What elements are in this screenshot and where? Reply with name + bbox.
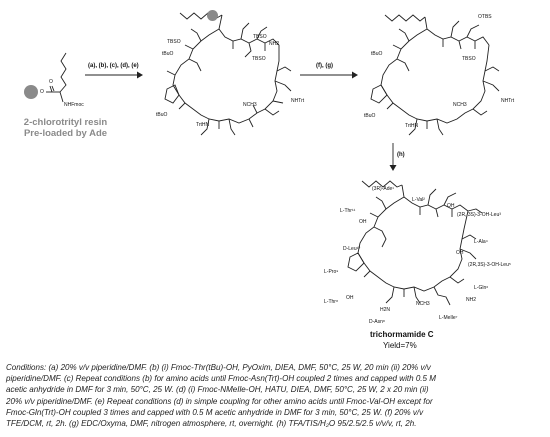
product-drawing xyxy=(347,180,483,306)
arrow-2-shape xyxy=(300,71,358,79)
resin-carbonyl-o: O xyxy=(49,79,53,85)
intermediate-1-drawing xyxy=(164,12,292,136)
arrow-3-label: (h) xyxy=(397,152,405,158)
product-group-oh-2: OH xyxy=(359,219,367,225)
int2-group-tbuo-1: tBuO xyxy=(371,51,383,57)
int1-group-tbso-1: TBSO xyxy=(167,39,181,45)
int1-group-trthn: TrtHN xyxy=(196,122,210,128)
product-group-nh2: NH2 xyxy=(466,297,477,303)
arrow-1-label: (a), (b), (c), (d), (e) xyxy=(88,63,139,69)
product-group-oh-4: OH xyxy=(346,295,354,301)
int2-group-nch3: NCH3 xyxy=(453,102,467,108)
int1-group-nch3: NCH3 xyxy=(243,102,257,108)
residue-oh-leu3: (2R, 3S)-3-OH-Leu³ xyxy=(457,212,501,218)
intermediate-1-resin-bead xyxy=(207,10,218,21)
resin-label-line2: Pre-loaded by Ade xyxy=(23,127,108,139)
arrow-2-label: (f), (g) xyxy=(316,63,333,69)
product-group-oh-3: OH xyxy=(456,250,464,256)
conditions-line-3: acetic anhydride in DMF for 3 min, 50°C,… xyxy=(6,385,429,395)
product-name: trichormamide C xyxy=(370,330,434,339)
residue-pro9: L-Pro⁹ xyxy=(324,269,339,275)
product-group-oh-1: OH xyxy=(447,203,455,209)
resin-label: 2-chlorotrityl resin Pre-loaded by Ade xyxy=(18,117,113,140)
int2-group-otbs: OTBS xyxy=(478,14,492,20)
residue-thr11: L-Thr¹¹ xyxy=(340,208,356,214)
conditions-line-5: Fmoc-Gln(Trt)-OH coupled 3 times and cap… xyxy=(6,407,424,417)
int2-group-nhtrt: NHTrt xyxy=(501,98,515,104)
intermediate-2-drawing xyxy=(370,14,500,136)
arrow-3-shape xyxy=(389,143,397,171)
arrow-1-shape xyxy=(85,71,143,79)
int1-group-tbuo-1: tBuO xyxy=(162,51,174,57)
resin-o-atom: O xyxy=(40,89,44,95)
residue-ala4: L-Ala⁴ xyxy=(474,239,488,245)
conditions-line-6: TFE/DCM, rt, 2h. (g) EDC/Oxyma, DMF, nit… xyxy=(6,419,417,429)
resin-nhfmoc-group: NHFmoc xyxy=(64,102,84,108)
conditions-paragraph: Conditions: (a) 20% v/v piperidine/DMF. … xyxy=(6,362,546,429)
residue-dleu10: D-Leu¹⁰ xyxy=(343,246,361,252)
int1-group-nh2: NH2 xyxy=(269,41,280,47)
int2-group-tbso: TBSO xyxy=(462,56,476,62)
int2-group-tbuo-2: tBuO xyxy=(364,113,376,119)
int1-group-tbuo-2: tBuO xyxy=(156,112,168,118)
conditions-line-4: 20% v/v piperidine/DMF. (e) Repeat condi… xyxy=(6,396,433,406)
residue-thr8: L-Thr⁸ xyxy=(324,299,339,305)
product-group-nch3: NCH3 xyxy=(416,301,430,307)
resin-chain-drawing xyxy=(46,52,67,103)
resin-label-line1: 2-chlorotrityl resin xyxy=(23,117,108,128)
residue-dasn8: D-Asn⁸ xyxy=(369,319,386,325)
int1-group-tbso-2: TBSO xyxy=(253,34,267,40)
residue-oh-leu5: (2R,3S)-3-OH-Leu⁵ xyxy=(468,262,511,268)
resin-bead xyxy=(24,85,38,99)
residue-meile7: L-MeIle⁷ xyxy=(439,315,458,321)
int2-group-trthn: TrtHN xyxy=(405,123,419,129)
residue-ade1: (3R)-Ade¹ xyxy=(372,186,394,192)
int1-group-tbso-3: TBSO xyxy=(252,56,266,62)
product-yield: Yield=7% xyxy=(383,341,417,350)
int1-group-nhtrt: NHTrt xyxy=(291,98,305,104)
residue-gln6: L-Gln⁶ xyxy=(474,285,489,291)
product-group-h2n: H2N xyxy=(380,307,391,313)
conditions-line-1: Conditions: (a) 20% v/v piperidine/DMF. … xyxy=(6,363,431,372)
residue-val2: L-Val² xyxy=(412,197,425,203)
conditions-line-2: piperidine/DMF. (c) Repeat conditions (b… xyxy=(6,374,436,384)
